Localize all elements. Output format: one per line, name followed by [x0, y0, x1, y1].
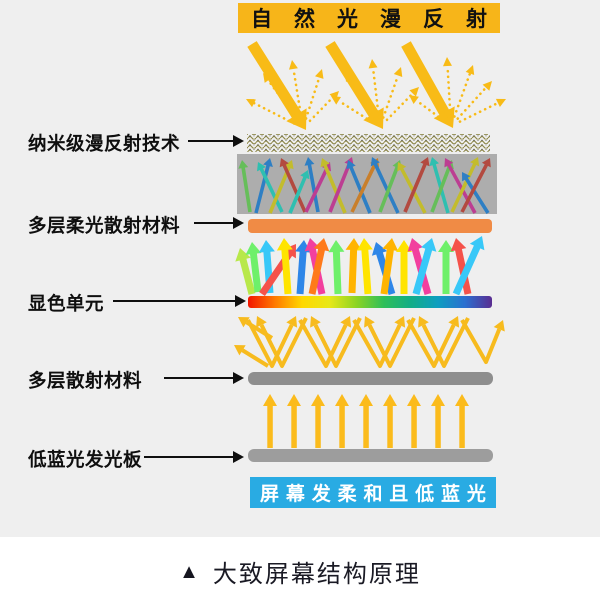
label-pointer-scatter [164, 372, 244, 384]
triangle-marker-icon: ▲ [179, 560, 199, 583]
arrow-right-icon [233, 372, 244, 384]
multilayer-scatter-bar [248, 372, 493, 385]
color-unit-bar [248, 296, 492, 308]
nano-wave-texture [247, 134, 490, 152]
arrow-right-icon [233, 451, 244, 463]
backlight-vertical-arrows [263, 394, 469, 448]
label-color-unit: 显色单元 [28, 293, 105, 314]
label-backlight: 低蓝光发光板 [28, 449, 143, 470]
arrow-right-icon [235, 295, 246, 307]
label-pointer-backlight [144, 451, 244, 463]
caption-text: 大致屏幕结构原理 [212, 561, 421, 588]
color-emission-arrows [235, 236, 485, 296]
label-pointer-color [113, 295, 246, 307]
label-pointer-soft [194, 217, 244, 229]
top-banner: 自然光漫反射 [238, 3, 500, 33]
low-blue-backlight-bar [248, 449, 493, 462]
label-nano-diffuse: 纳米级漫反射技术 [28, 133, 181, 154]
label-pointer-nano [188, 135, 244, 147]
sunlight-beam-arrows [247, 41, 455, 130]
label-soft-scatter: 多层柔光散射材料 [28, 215, 181, 236]
soft-light-scatter-bar [248, 219, 492, 233]
diagram-stage: 自然光漫反射 屏幕发柔和且低蓝光 纳米级漫反射技术 多层柔光散射材料 显色单元 … [0, 0, 600, 537]
bottom-banner: 屏幕发柔和且低蓝光 [250, 477, 496, 508]
arrow-right-icon [233, 217, 244, 229]
bounce-scatter-arrows [234, 316, 505, 368]
diffuse-block-layer [237, 154, 497, 214]
caption-bar: ▲ 大致屏幕结构原理 [0, 537, 600, 606]
diffuse-reflection-dotted-arrows [246, 57, 506, 125]
label-multilayer-scatter: 多层散射材料 [28, 370, 143, 391]
arrow-right-icon [233, 135, 244, 147]
